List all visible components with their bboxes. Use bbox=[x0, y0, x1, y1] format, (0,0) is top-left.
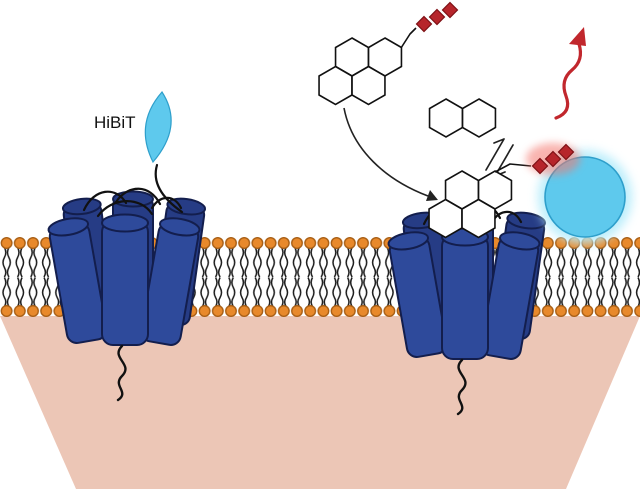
hibit-tag-icon bbox=[144, 91, 172, 164]
hibit-tag: HiBiT bbox=[94, 91, 184, 214]
substrate-molecule bbox=[318, 1, 459, 106]
fluorophore-bond bbox=[400, 27, 417, 49]
luminescence-arrow-icon bbox=[554, 27, 586, 120]
hibit-linker-line bbox=[154, 163, 184, 214]
binding-arrow-icon bbox=[343, 107, 438, 201]
cleaved-substrate bbox=[428, 98, 497, 138]
cytoplasm-region bbox=[0, 316, 640, 489]
bound-substrate bbox=[428, 143, 580, 239]
hibit-label: HiBiT bbox=[94, 113, 136, 132]
lgbit-circle-icon bbox=[544, 156, 626, 238]
fluorophore-bond bbox=[494, 163, 532, 173]
fluorophore-chain-icon bbox=[415, 1, 459, 33]
